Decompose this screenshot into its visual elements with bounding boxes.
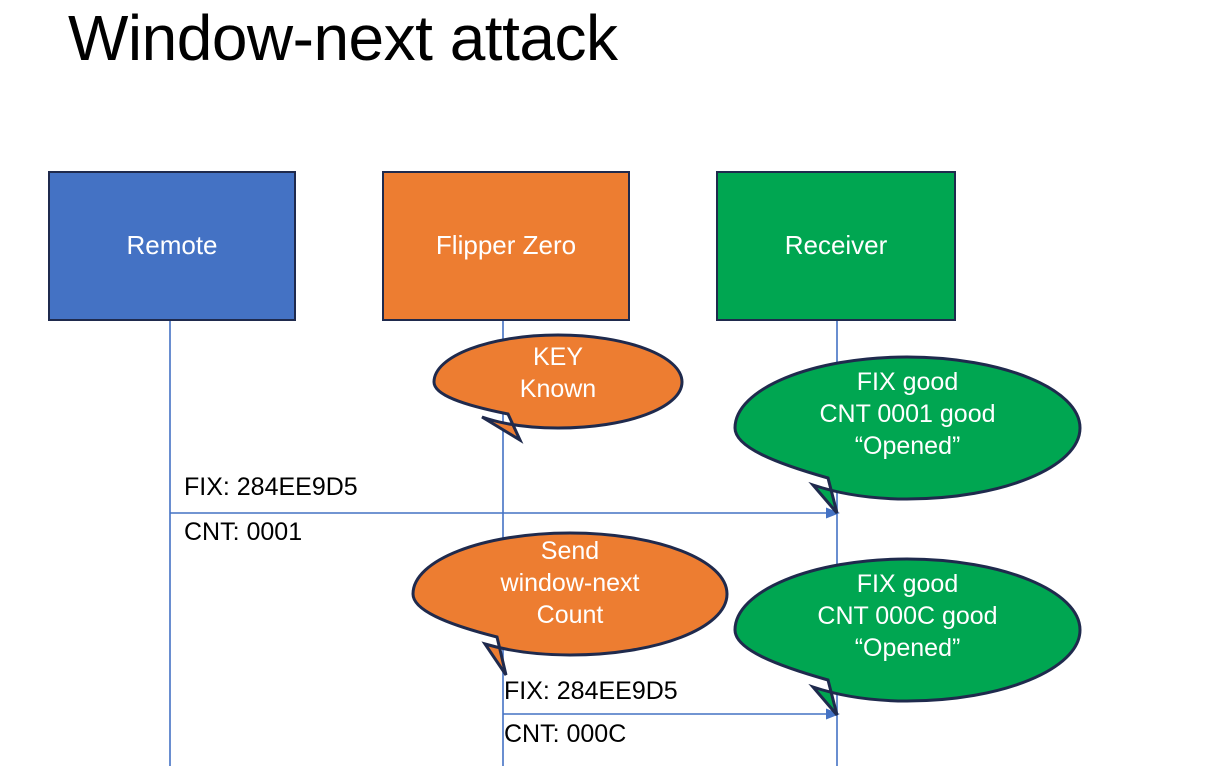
bubble-key-known bbox=[432, 333, 684, 444]
message-arrow-2 bbox=[503, 708, 840, 720]
actor-box-flipper[interactable]: Flipper Zero bbox=[382, 171, 630, 321]
bubble-send-window-next bbox=[411, 531, 729, 676]
actor-label-receiver: Receiver bbox=[784, 230, 888, 261]
actor-box-receiver[interactable]: Receiver bbox=[716, 171, 956, 321]
actor-label-flipper: Flipper Zero bbox=[435, 230, 577, 261]
actor-box-remote[interactable]: Remote bbox=[48, 171, 296, 321]
message-1-cnt-label: CNT: 0001 bbox=[184, 518, 303, 546]
bubble-receiver-verdict-1 bbox=[733, 355, 1082, 514]
actor-label-remote: Remote bbox=[126, 230, 218, 261]
page-title: Window-next attack bbox=[68, 2, 618, 74]
bubble-receiver-verdict-2 bbox=[733, 557, 1082, 716]
message-1-fix-label: FIX: 284EE9D5 bbox=[184, 473, 358, 501]
message-2-cnt-label: CNT: 000C bbox=[504, 720, 627, 748]
message-2-fix-label: FIX: 284EE9D5 bbox=[504, 677, 678, 705]
message-arrow-1 bbox=[170, 507, 840, 519]
